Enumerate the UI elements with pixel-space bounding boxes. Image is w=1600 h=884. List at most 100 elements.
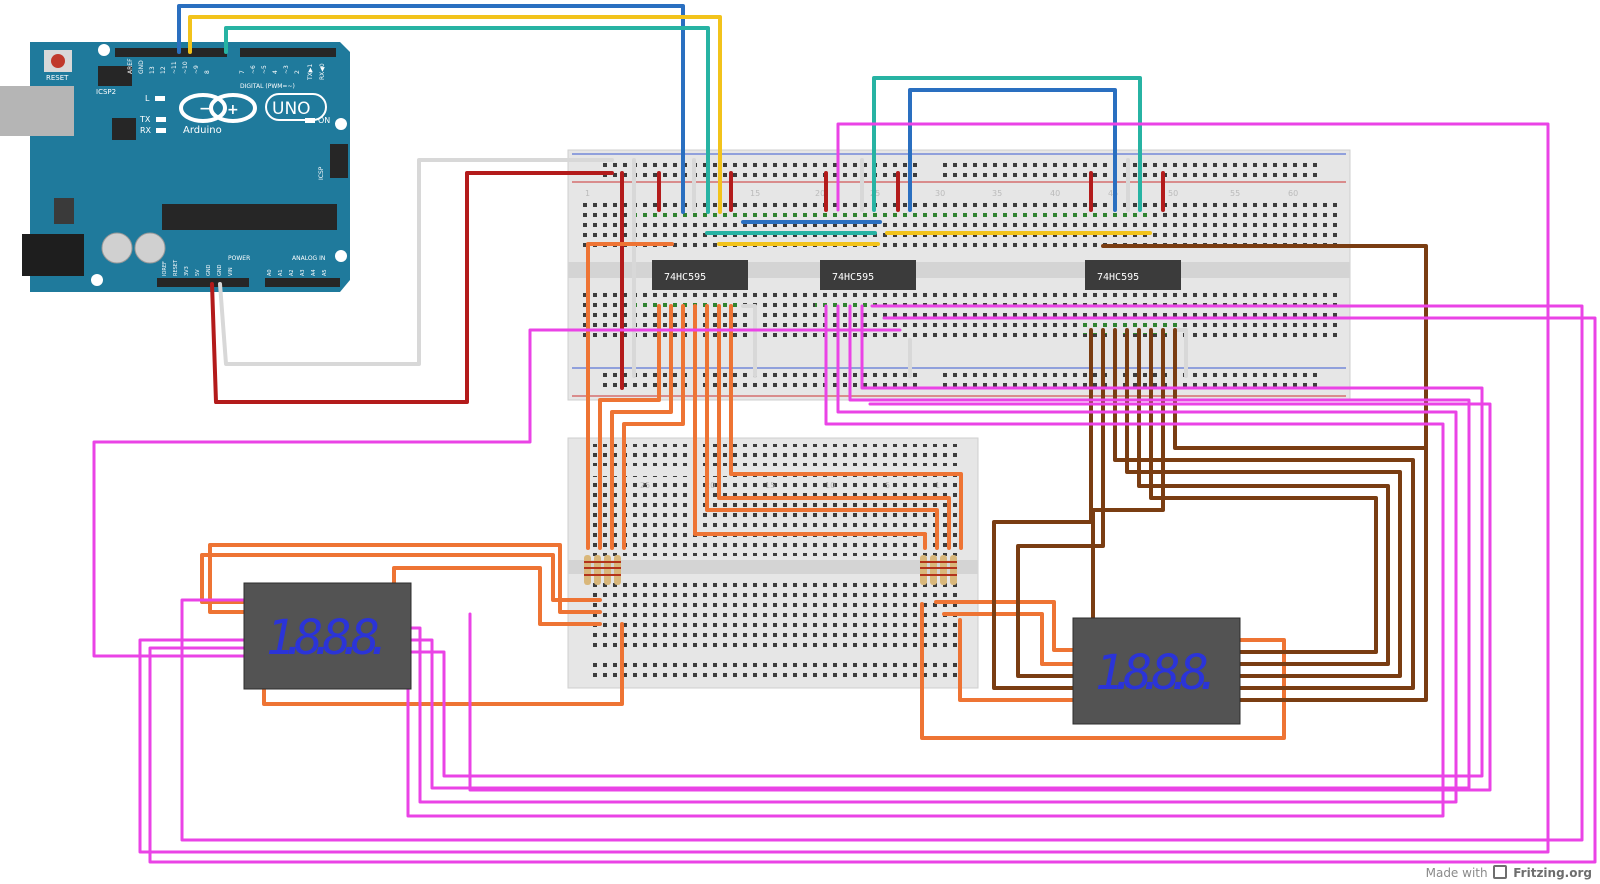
- column-number: 25: [640, 481, 650, 490]
- resistor-bank-left: [584, 555, 621, 585]
- pin-label: A0: [267, 269, 273, 276]
- pin-label: A1: [278, 269, 284, 276]
- wire-ground: [218, 158, 614, 366]
- wire-power-5v: [210, 171, 614, 404]
- pin-label: 4: [272, 70, 279, 74]
- wire-latch: [188, 15, 722, 214]
- brand-label: Arduino: [183, 125, 222, 136]
- chip-label: 74HC595: [1097, 272, 1139, 283]
- led-on: [305, 118, 315, 123]
- column-number: 40: [1050, 189, 1060, 198]
- led-tx: [156, 117, 166, 122]
- pin-label: RX◀0: [319, 63, 326, 80]
- svg-text:+: +: [227, 102, 239, 118]
- resistor-bank-right: [920, 555, 957, 585]
- pin-label: 5V: [195, 269, 201, 276]
- pin-label: 2: [294, 70, 301, 74]
- pin-label: 12: [160, 66, 167, 74]
- pin-label: A5: [322, 269, 328, 276]
- digital-header: [240, 48, 336, 57]
- pin-label: RESET: [173, 259, 179, 276]
- pin-label: A4: [311, 269, 317, 276]
- led-l: [155, 96, 165, 101]
- pin-label: ~6: [250, 65, 257, 74]
- led-l-label: L: [145, 94, 150, 103]
- chip-label: 74HC595: [664, 272, 706, 283]
- digital-label: DIGITAL (PWM=~): [240, 83, 295, 90]
- column-number: 15: [750, 189, 760, 198]
- analog-header: [265, 278, 340, 287]
- wire-clock: [224, 26, 710, 214]
- pin-label: A3: [300, 269, 306, 276]
- jumper-red: [620, 171, 1165, 390]
- secondary-breadboard: 25 20 15 10 5 1: [567, 437, 979, 689]
- pin-label: GND: [217, 264, 223, 276]
- icsp2-label: ICSP2: [96, 88, 116, 96]
- column-number: 50: [1168, 189, 1178, 198]
- pin-label: ~11: [171, 61, 178, 74]
- pin-label-aref: AREF: [127, 58, 134, 74]
- column-number: 10: [825, 481, 835, 490]
- led-tx-label: TX: [139, 115, 151, 124]
- icsp-label: ICSP: [318, 166, 325, 180]
- column-number: 60: [1288, 189, 1298, 198]
- made-with-label: Made with: [1425, 866, 1488, 880]
- jumper-yellow: [717, 231, 1152, 246]
- fritzing-logo-icon: [1493, 865, 1508, 879]
- jumper-white: [632, 158, 1188, 378]
- arduino-logo: − +: [179, 93, 257, 123]
- pin-label: ~3: [283, 65, 290, 74]
- column-number: 1: [935, 481, 940, 490]
- led-rx-label: RX: [140, 126, 152, 135]
- pin-label: ~9: [193, 65, 200, 74]
- column-number: 20: [705, 481, 715, 490]
- power-header: [157, 278, 249, 287]
- pin-label: 13: [149, 66, 156, 74]
- pin-label-gnd: GND: [138, 60, 145, 74]
- digital-header: [115, 48, 227, 57]
- reset-label: RESET: [46, 74, 69, 82]
- column-number: 1: [585, 189, 590, 198]
- svg-text:−: −: [199, 101, 211, 117]
- pin-label: 3V3: [184, 266, 190, 276]
- pin-label: A2: [289, 269, 295, 276]
- column-number: 5: [885, 481, 890, 490]
- analog-label: ANALOG IN: [292, 255, 325, 262]
- led-rx: [156, 128, 166, 133]
- wire-segments-orange: [200, 242, 1286, 740]
- column-number: 35: [992, 189, 1002, 198]
- model-label: UNO: [272, 99, 311, 119]
- shift-register-1: 74HC595: [652, 260, 748, 290]
- fritzing-brand[interactable]: Fritzing.org: [1513, 866, 1592, 880]
- column-number: 30: [935, 189, 945, 198]
- pin-label: IOREF: [162, 261, 168, 276]
- icsp2-header: [98, 66, 132, 86]
- pin-label: TX▶1: [307, 64, 314, 81]
- display-digits: 1.8.8.8.: [266, 610, 394, 666]
- chip-label: 74HC595: [832, 272, 874, 283]
- power-label: POWER: [228, 255, 250, 262]
- wire-data: [177, 4, 685, 214]
- jumper-blue: [741, 88, 1117, 224]
- icsp-header: [330, 144, 348, 178]
- seven-segment-display-right: 1.8.8.8.: [1072, 617, 1241, 725]
- column-number: 15: [765, 481, 775, 490]
- jumper-teal: [705, 76, 1142, 235]
- seven-segment-display-left: 1.8.8.8.: [243, 582, 412, 690]
- pin-label: ~10: [182, 61, 189, 74]
- shift-register-3: 74HC595: [1085, 260, 1181, 290]
- pin-label: ~5: [261, 65, 268, 74]
- pin-label: 7: [239, 70, 246, 74]
- shift-register-2: 74HC595: [820, 260, 916, 290]
- made-with-credit: Made with Fritzing.org: [1426, 865, 1592, 880]
- pin-label: VIN: [228, 267, 234, 276]
- pin-label: GND: [206, 264, 212, 276]
- led-on-label: ON: [318, 116, 330, 125]
- microcontroller-chip: [162, 204, 337, 230]
- arduino-uno-board: RESET − + UNO Arduino ICSP2 DIGITAL (PWM…: [0, 42, 350, 292]
- pin-label: 8: [204, 70, 211, 74]
- wire-segments-brown: [992, 244, 1428, 702]
- display-digits: 1.8.8.8.: [1095, 645, 1223, 701]
- column-number: 55: [1230, 189, 1240, 198]
